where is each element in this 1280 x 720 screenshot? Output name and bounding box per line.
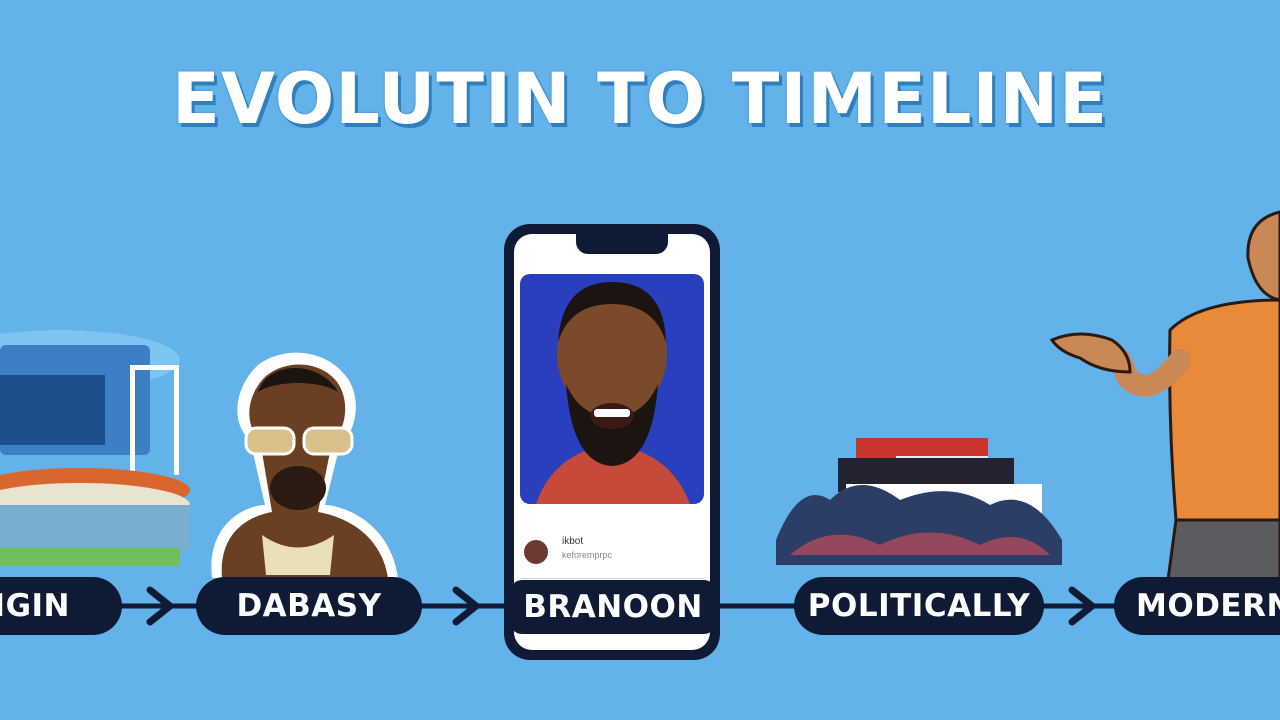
timeline-stage-dababy: DABASY (196, 577, 422, 635)
dababy-sticker (211, 352, 398, 578)
stage-label: BRANOON (523, 589, 703, 625)
page-title: EVOLUTIN TO TIMELINE (172, 58, 1108, 140)
arrow-icon (1068, 586, 1096, 626)
modern-character (1049, 210, 1280, 582)
arrow-icon (146, 586, 174, 626)
stadium-illustration (0, 330, 190, 566)
post-username: ikbot (562, 536, 584, 547)
arrow-icon (452, 586, 480, 626)
crowd-illustration (776, 438, 1062, 565)
stage-label: DABASY (236, 588, 382, 624)
stage-label: MODERN (1136, 588, 1280, 624)
stage-label: POLITICALLY (807, 588, 1031, 624)
phone-post-image (520, 274, 704, 588)
timeline-stage-modern: MODERN (1114, 577, 1280, 635)
phone-notch (576, 234, 668, 254)
timeline-stage-politically: POLITICALLY (794, 577, 1044, 635)
timeline-stage-brandon: BRANOON (510, 580, 716, 634)
timeline-stage-origin: IGIN (0, 577, 122, 635)
post-subtext: keforemprpc (562, 550, 613, 560)
stage-label: IGIN (0, 588, 70, 624)
